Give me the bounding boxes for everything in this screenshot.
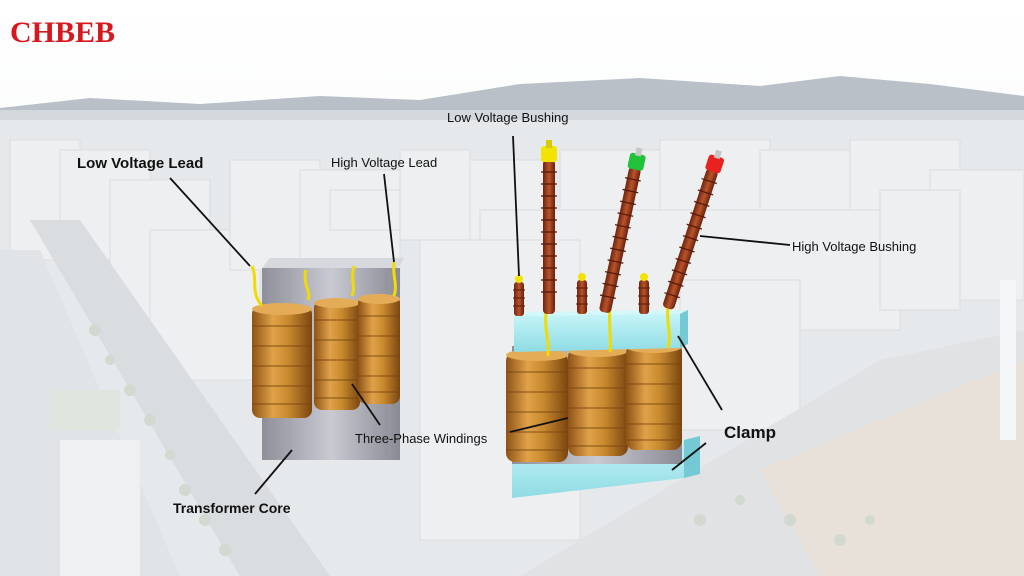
winding-left-c (358, 294, 400, 404)
winding-right-b (568, 345, 628, 456)
leader-transformer-core (254, 449, 293, 495)
lv-bushing-3 (638, 273, 650, 314)
left-windings (250, 261, 400, 418)
label-high-voltage-lead: High Voltage Lead (331, 155, 438, 170)
leader-clamp-upper (677, 335, 723, 411)
leader-three-phase-windings (351, 383, 381, 426)
label-low-voltage-bushing: Low Voltage Bushing (447, 110, 569, 125)
winding-right-a (506, 349, 568, 462)
leader-high-voltage-lead (383, 173, 395, 263)
high-voltage-bushings (541, 140, 725, 314)
label-high-voltage-bushing: High Voltage Bushing (792, 239, 917, 254)
leader-three-phase-windings-right (509, 417, 569, 433)
leader-high-voltage-bushing (699, 235, 791, 246)
leader-low-voltage-lead (169, 177, 251, 267)
hv-bushing-red (663, 149, 725, 310)
label-low-voltage-lead: Low Voltage Lead (77, 155, 204, 172)
transformer-with-bushings (506, 140, 725, 498)
lv-bushing-2 (576, 273, 588, 314)
winding-right-c (626, 341, 682, 450)
left-leads (250, 261, 397, 307)
hv-bushing-green (599, 147, 646, 313)
label-clamp: Clamp (724, 423, 776, 442)
winding-left-a (252, 303, 312, 418)
lv-bushing-1 (513, 275, 525, 316)
upper-clamp (514, 310, 688, 352)
brand-logo: CHBEB (10, 16, 116, 49)
winding-left-b (314, 298, 360, 410)
right-leads (544, 305, 671, 357)
label-three-phase-windings: Three-Phase Windings (355, 431, 488, 446)
leader-low-voltage-bushing (512, 135, 520, 277)
leader-clamp-lower (671, 442, 707, 471)
label-transformer-core: Transformer Core (173, 500, 291, 516)
low-voltage-bushings (513, 273, 650, 316)
hv-bushing-yellow (541, 140, 557, 314)
leader-lines (169, 135, 791, 495)
